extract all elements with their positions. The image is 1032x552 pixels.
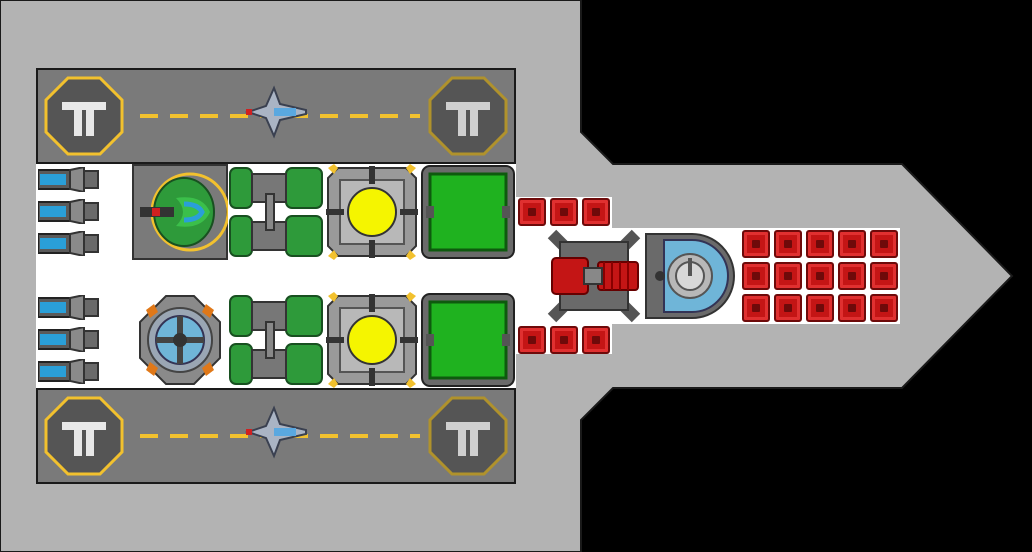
ammo-crate-icon[interactable]: [838, 262, 866, 290]
launch-pad-icon[interactable]: [44, 76, 124, 156]
ammo-crate-icon[interactable]: [870, 230, 898, 258]
ammo-crate-icon[interactable]: [518, 326, 546, 354]
ammo-crate-icon[interactable]: [582, 198, 610, 226]
green-turret-icon[interactable]: [132, 164, 228, 260]
fighter-icon[interactable]: [244, 404, 308, 460]
ammo-crate-icon[interactable]: [870, 294, 898, 322]
launch-pad-icon[interactable]: [428, 76, 508, 156]
ammo-crate-icon[interactable]: [742, 230, 770, 258]
thruster-icon[interactable]: [38, 295, 100, 320]
ammo-crate-icon[interactable]: [774, 262, 802, 290]
shield-generator-icon[interactable]: [132, 292, 228, 388]
fighter-icon[interactable]: [244, 84, 308, 140]
ammo-crate-icon[interactable]: [806, 230, 834, 258]
power-core-icon[interactable]: [324, 164, 420, 260]
fuel-tank-icon[interactable]: [228, 164, 324, 260]
thruster-icon[interactable]: [38, 199, 100, 224]
thruster-icon[interactable]: [38, 359, 100, 384]
ammo-crate-icon[interactable]: [742, 294, 770, 322]
fuel-tank-icon[interactable]: [228, 292, 324, 388]
ammo-crate-icon[interactable]: [582, 326, 610, 354]
launch-pad-icon[interactable]: [428, 396, 508, 476]
ammo-crate-icon[interactable]: [518, 198, 546, 226]
ammo-crate-icon[interactable]: [838, 294, 866, 322]
thruster-icon[interactable]: [38, 167, 100, 192]
ammo-crate-icon[interactable]: [774, 294, 802, 322]
ammo-crate-icon[interactable]: [806, 294, 834, 322]
ammo-crate-icon[interactable]: [550, 198, 578, 226]
heavy-cannon-icon[interactable]: [546, 228, 642, 324]
ammo-crate-icon[interactable]: [550, 326, 578, 354]
ammo-crate-icon[interactable]: [806, 262, 834, 290]
radar-dome-icon[interactable]: [644, 228, 740, 324]
thruster-icon[interactable]: [38, 327, 100, 352]
power-core-icon[interactable]: [324, 292, 420, 388]
launch-pad-icon[interactable]: [44, 396, 124, 476]
ammo-crate-icon[interactable]: [870, 262, 898, 290]
ammo-crate-icon[interactable]: [838, 230, 866, 258]
ammo-crate-icon[interactable]: [742, 262, 770, 290]
storage-module-icon[interactable]: [420, 164, 516, 260]
thruster-icon[interactable]: [38, 231, 100, 256]
ammo-crate-icon[interactable]: [774, 230, 802, 258]
storage-module-icon[interactable]: [420, 292, 516, 388]
